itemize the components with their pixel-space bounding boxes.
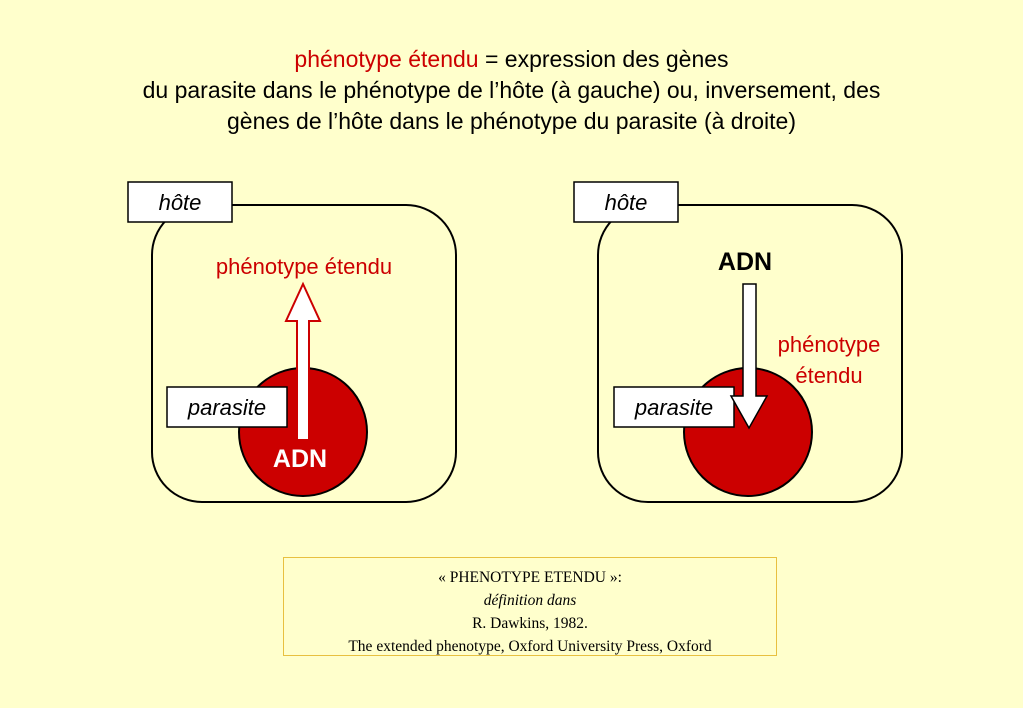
right-diagram: hôte parasite ADN phénotype étendu (573, 181, 903, 503)
right-host-label-box (573, 181, 679, 223)
right-phenotype-label-line-1: phénotype (778, 332, 881, 357)
title-line-1-rest: = expression des gènes (478, 46, 729, 72)
title-line-3: gènes de l’hôte dans le phénotype du par… (226, 108, 796, 134)
reference-line-1: « PHENOTYPE ETENDU »: (438, 569, 622, 586)
page-title: phénotype étendu = expression des gènes … (0, 44, 1023, 137)
left-upward-arrow (284, 281, 322, 441)
right-phenotype-label-line-2: étendu (795, 363, 862, 388)
title-line-2: du parasite dans le phénotype de l’hôte … (142, 77, 881, 103)
right-host-label: hôte (605, 190, 648, 215)
left-parasite-label: parasite (187, 395, 266, 420)
right-downward-arrow (729, 283, 769, 430)
right-parasite-label: parasite (634, 395, 713, 420)
reference-line-4: The extended phenotype, Oxford Universit… (348, 638, 712, 655)
right-dna-label: ADN (718, 248, 772, 276)
reference-line-2: définition dans (483, 592, 577, 609)
title-highlight: phénotype étendu (294, 46, 479, 72)
left-dna-label: ADN (273, 445, 327, 473)
left-phenotype-label: phénotype étendu (216, 254, 392, 279)
left-parasite-label-box (166, 386, 288, 428)
reference-box: « PHENOTYPE ETENDU »: définition dans R.… (283, 557, 777, 656)
left-host-label-box (127, 181, 233, 223)
right-parasite-label-box (613, 386, 735, 428)
reference-line-3: R. Dawkins, 1982. (472, 615, 588, 632)
left-host-label: hôte (159, 190, 202, 215)
left-diagram: hôte parasite ADN phénotype étendu (127, 181, 457, 503)
title-line-1: phénotype étendu = expression des gènes (0, 44, 1023, 75)
